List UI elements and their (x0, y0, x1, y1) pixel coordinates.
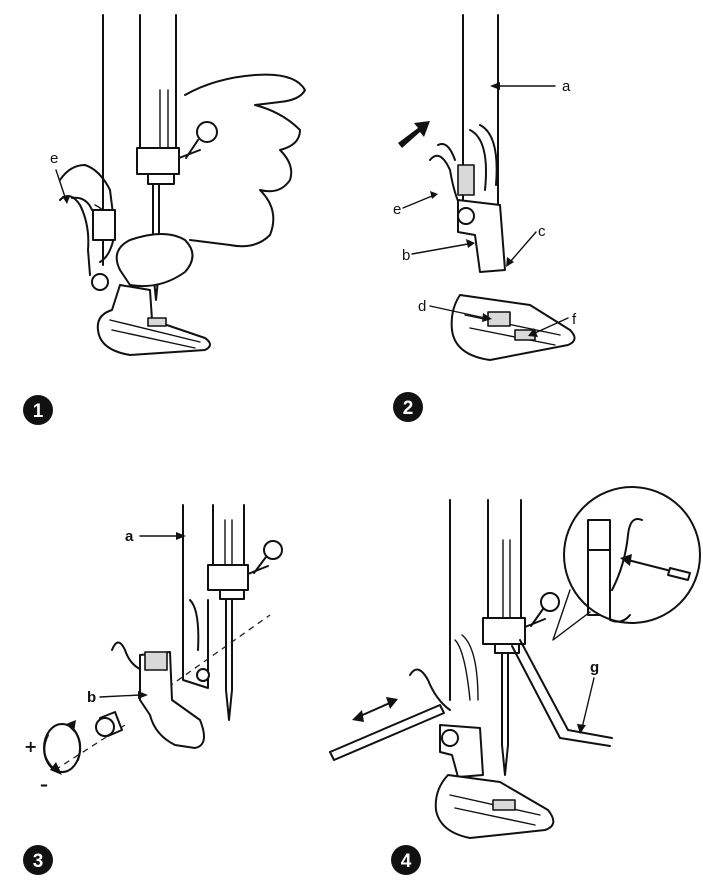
step-4-number: 4 (401, 851, 412, 872)
label-e-2: e (393, 201, 401, 218)
panel-4: g 4 (329, 486, 701, 875)
panel-1: e 1 (23, 14, 306, 425)
step-2-number: 2 (403, 398, 414, 419)
label-b-3: b (87, 689, 96, 706)
panel-3: a b + – 3 (23, 504, 283, 875)
label-e: e (50, 150, 58, 167)
direction-arrow (398, 121, 430, 148)
panel-2: a e b c d f (393, 14, 577, 422)
step-2-badge (393, 392, 423, 422)
tighten-plus: + (24, 737, 37, 756)
label-f-2: f (572, 311, 577, 328)
step-1-number: 1 (33, 401, 44, 422)
loosen-minus: – (40, 775, 48, 794)
label-a-2: a (562, 78, 571, 95)
step-1-badge (23, 395, 53, 425)
label-g: g (590, 659, 599, 676)
step-4-badge (391, 845, 421, 875)
label-c-2: c (538, 223, 546, 240)
step-3-number: 3 (33, 851, 44, 872)
label-a-3: a (125, 528, 134, 545)
label-b-2: b (402, 247, 410, 264)
label-d-2: d (418, 298, 426, 315)
step-3-badge (23, 845, 53, 875)
